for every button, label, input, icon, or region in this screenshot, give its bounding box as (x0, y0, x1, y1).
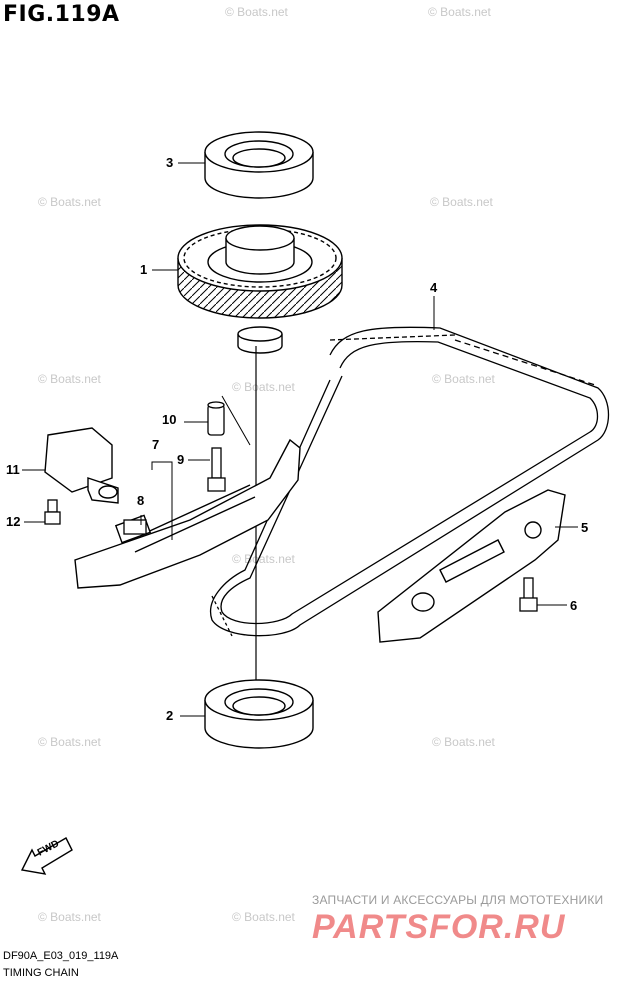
dowel-10 (207, 401, 225, 436)
tensioner-body (44, 427, 119, 504)
bolt-9 (207, 447, 226, 492)
chain-tensioner (377, 489, 566, 643)
timing-chain (209, 326, 610, 637)
watermark: © Boats.net (232, 380, 295, 394)
leader-lines (22, 162, 578, 717)
figure-name: TIMING CHAIN (3, 967, 79, 979)
callout-8: 8 (137, 493, 145, 508)
watermark: © Boats.net (38, 195, 101, 209)
callout-6: 6 (570, 598, 578, 613)
camshaft-gear (177, 224, 343, 354)
watermark: © Boats.net (432, 372, 495, 386)
watermark: © Boats.net (232, 910, 295, 924)
watermark: © Boats.net (38, 372, 101, 386)
callout-4: 4 (430, 280, 438, 295)
callout-7: 7 (152, 437, 160, 452)
callout-10: 10 (162, 412, 177, 427)
fwd-arrow-icon (20, 837, 73, 875)
callout-1: 1 (140, 262, 148, 277)
callout-9: 9 (177, 452, 185, 467)
ad-tagline: ЗАПЧАСТИ И АКСЕССУАРЫ ДЛЯ МОТОТЕХНИКИ (312, 893, 604, 907)
bolt-6 (519, 577, 538, 612)
figure-title: FIG.119A (3, 2, 120, 27)
figure-code: DF90A_E03_019_119A (3, 950, 119, 962)
bearing-top (204, 131, 314, 199)
watermark: © Boats.net (225, 5, 288, 19)
callout-11: 11 (6, 462, 20, 477)
bolt-12 (44, 499, 61, 525)
callout-5: 5 (581, 520, 589, 535)
watermark: © Boats.net (428, 5, 491, 19)
ad-brand-logo[interactable]: PARTSFOR.RU (312, 908, 566, 946)
bearing-bottom (204, 679, 314, 749)
watermark: © Boats.net (38, 910, 101, 924)
watermark: © Boats.net (430, 195, 493, 209)
callout-12: 12 (6, 514, 21, 529)
callout-3: 3 (166, 155, 174, 170)
watermark: © Boats.net (38, 735, 101, 749)
watermark: © Boats.net (432, 735, 495, 749)
callout-2: 2 (166, 708, 174, 723)
collar-8 (123, 519, 147, 535)
